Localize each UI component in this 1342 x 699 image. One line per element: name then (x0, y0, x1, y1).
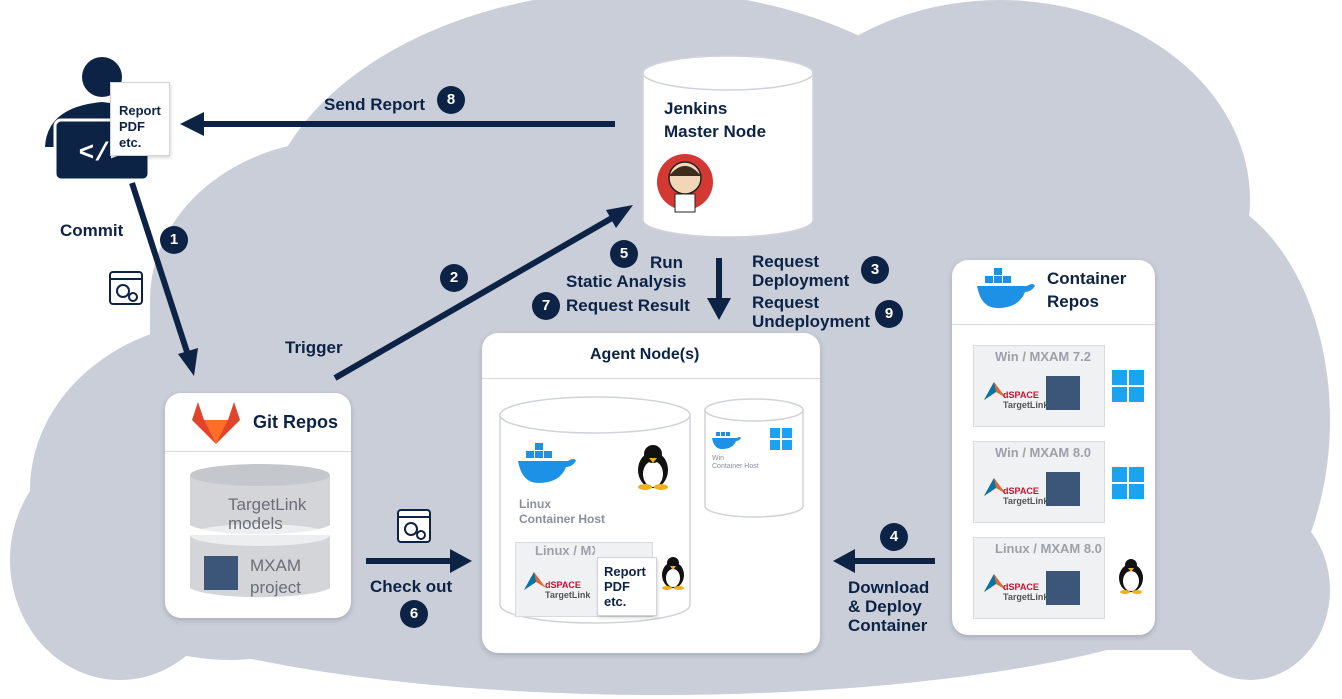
step-1-badge: 1 (160, 226, 188, 254)
win-host-line1: Win (712, 455, 725, 462)
report-line-3: etc. (119, 135, 142, 150)
linux-tux-icon-repos (1119, 559, 1143, 594)
static-analysis-label: Static Analysis (566, 272, 687, 291)
targetlink-product-3: TargetLink (1003, 592, 1049, 602)
report-line-1: Report (119, 103, 161, 118)
linux-tux-icon-running (662, 557, 684, 590)
jenkins-icon (657, 154, 713, 213)
docker-icon-repos (977, 268, 1035, 308)
step-8-badge: 8 (437, 86, 465, 114)
docker-icon-small (712, 432, 741, 449)
step-4-badge: 4 (880, 523, 908, 551)
mxam-project-line1: MXAM (250, 556, 301, 575)
windows-icon-1 (1112, 370, 1144, 402)
download-line3: Container (848, 616, 928, 635)
mxam-logo (204, 556, 238, 590)
container-tile-win-72-title: Win / MXAM 7.2 (995, 349, 1091, 364)
step-3-badge: 3 (861, 256, 889, 284)
docker-icon (518, 443, 576, 483)
mxam-logo-3 (1046, 571, 1080, 605)
step-9-badge: 9 (875, 300, 903, 328)
run-label: Run (650, 253, 684, 272)
matlab-logo-2 (984, 478, 1006, 496)
targetlink-product-2: TargetLink (1003, 496, 1049, 506)
download-line2: & Deploy (848, 597, 922, 616)
git-repos-header (165, 393, 351, 452)
agent-report-line-1: Report (604, 564, 646, 579)
matlab-logo-3 (984, 574, 1006, 592)
win-host-line2: Container Host (712, 463, 759, 470)
agent-node-header (482, 333, 820, 379)
download-line1: Download (848, 578, 930, 597)
step-2-badge: 2 (440, 264, 468, 292)
targetlink-product: TargetLink (545, 590, 591, 600)
step-6-badge: 6 (400, 600, 428, 628)
request-undeployment-line2: Undeployment (752, 312, 871, 331)
request-deployment-line2: Deployment (752, 271, 850, 290)
send-report-label: Send Report (324, 95, 426, 114)
request-undeployment-line1: Request (752, 293, 820, 312)
request-deployment-line1: Request (752, 252, 820, 271)
targetlink-models-line1: TargetLink (228, 495, 307, 514)
report-line-2: PDF (119, 119, 145, 134)
commit-label: Commit (60, 221, 124, 240)
dspace-brand-1: dSPACE (1003, 390, 1039, 400)
agent-report-line-2: PDF (604, 579, 630, 594)
linux-host-line2: Container Host (519, 512, 606, 526)
dspace-brand-2: dSPACE (1003, 486, 1039, 496)
windows-icon-2 (1112, 467, 1144, 499)
container-repos-title-line2: Repos (1047, 292, 1099, 311)
dspace-brand-3: dSPACE (1003, 582, 1039, 592)
matlab-logo (524, 572, 546, 590)
trigger-label: Trigger (285, 338, 343, 357)
windows-icon-small (770, 428, 792, 450)
linux-container-running-title: Linux / MXAM 8.0 (535, 543, 595, 558)
step-5-badge: 5 (610, 240, 638, 268)
matlab-logo-1 (984, 382, 1006, 400)
agent-node-title: Agent Node(s) (590, 346, 700, 363)
container-repos-title-line1: Container (1047, 269, 1127, 288)
mxam-logo-2 (1046, 472, 1080, 506)
check-out-label: Check out (370, 577, 453, 596)
repository-database (190, 464, 330, 598)
linux-tux-icon (638, 445, 668, 490)
container-tile-win-80-title: Win / MXAM 8.0 (995, 445, 1091, 460)
container-repos-header (952, 260, 1155, 325)
dspace-brand: dSPACE (545, 580, 581, 590)
gitlab-icon (192, 402, 240, 444)
agent-report-line-3: etc. (604, 594, 627, 609)
step-7-badge: 7 (532, 292, 560, 320)
targetlink-product-1: TargetLink (1003, 400, 1049, 410)
targetlink-models-line2: models (228, 514, 283, 533)
git-repos-title: Git Repos (253, 412, 339, 432)
mxam-logo-1 (1046, 376, 1080, 410)
jenkins-title-line2: Master Node (664, 122, 767, 141)
jenkins-title-line1: Jenkins (664, 99, 728, 118)
config-window-icon-checkout (397, 509, 431, 543)
report-document: Report PDF etc. (110, 82, 170, 156)
linux-host-line1: Linux (519, 497, 551, 511)
container-tile-linux-80-title: Linux / MXAM 8.0 (995, 541, 1102, 556)
agent-report-document: Report PDF etc. (597, 557, 657, 616)
request-result-label: Request Result (566, 296, 690, 315)
config-window-icon (109, 271, 143, 305)
mxam-project-line2: project (250, 578, 302, 597)
